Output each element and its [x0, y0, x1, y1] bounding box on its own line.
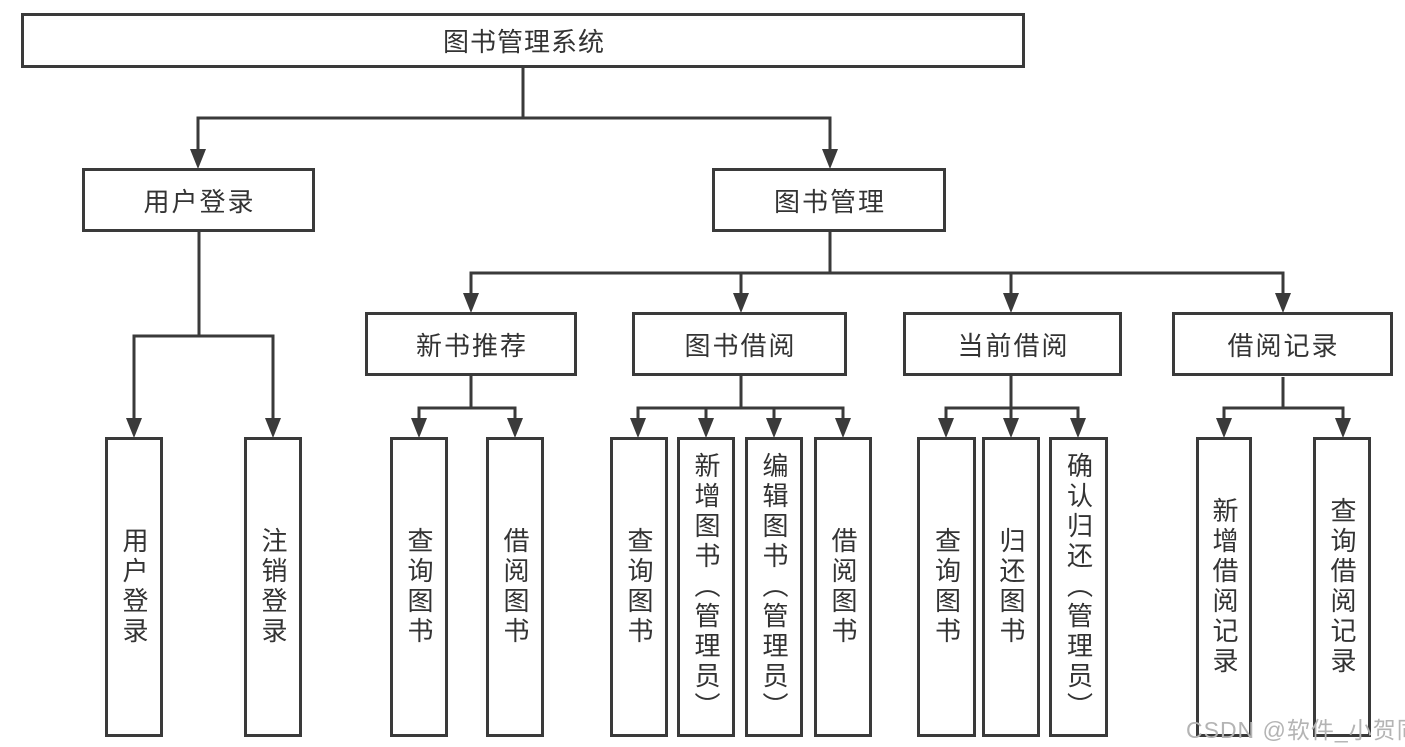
node-label: 借阅图书: [500, 527, 530, 647]
leaf-add-books-admin: 新增图书（管理员）: [677, 437, 735, 737]
node-current-borrowing: 当前借阅: [903, 312, 1122, 376]
leaf-query-books-borrowing: 查询图书: [610, 437, 668, 737]
node-book-management: 图书管理: [712, 168, 946, 232]
node-label: 图书管理: [773, 186, 886, 217]
node-label: 查询借阅记录: [1327, 497, 1357, 677]
node-label: 新增图书（管理员）: [691, 452, 721, 722]
node-book-borrowing: 图书借阅: [632, 312, 847, 376]
csdn-watermark: CSDN @软件_小贺同学: [1186, 717, 1405, 743]
leaf-query-borrow-record: 查询借阅记录: [1313, 437, 1371, 737]
node-label: 图书管理系统: [442, 27, 605, 57]
node-label: 编辑图书（管理员）: [759, 452, 789, 722]
node-new-book-recommendation: 新书推荐: [365, 312, 577, 376]
node-label: 用户登录: [143, 186, 256, 217]
leaf-edit-books-admin: 编辑图书（管理员）: [745, 437, 803, 737]
leaf-confirm-return-admin: 确认归还（管理员）: [1049, 437, 1108, 737]
node-library-management-system: 图书管理系统: [21, 13, 1025, 68]
leaf-borrow-books-borrowing: 借阅图书: [814, 437, 872, 737]
leaf-return-books: 归还图书: [982, 437, 1040, 737]
node-label: 用户登录: [119, 527, 149, 647]
node-label: 归还图书: [996, 527, 1026, 647]
node-user-login: 用户登录: [82, 168, 315, 232]
node-borrowing-records: 借阅记录: [1172, 312, 1393, 376]
node-label: 借阅图书: [828, 527, 858, 647]
node-label: 查询图书: [404, 527, 434, 647]
node-label: 新增借阅记录: [1209, 497, 1239, 677]
leaf-add-borrow-record: 新增借阅记录: [1196, 437, 1252, 737]
node-label: 当前借阅: [957, 330, 1070, 361]
leaf-logout: 注销登录: [244, 437, 302, 737]
leaf-query-books-recommend: 查询图书: [390, 437, 448, 737]
leaf-user-login: 用户登录: [105, 437, 163, 737]
node-label: 确认归还（管理员）: [1063, 452, 1094, 722]
node-label: 注销登录: [258, 527, 288, 647]
node-label: 查询图书: [624, 527, 654, 647]
leaf-query-books-current: 查询图书: [917, 437, 976, 737]
node-label: 图书借阅: [684, 330, 797, 361]
node-label: 借阅记录: [1227, 330, 1340, 361]
node-label: 查询图书: [931, 527, 962, 647]
leaf-borrow-books-recommend: 借阅图书: [486, 437, 544, 737]
node-label: 新书推荐: [415, 330, 528, 361]
